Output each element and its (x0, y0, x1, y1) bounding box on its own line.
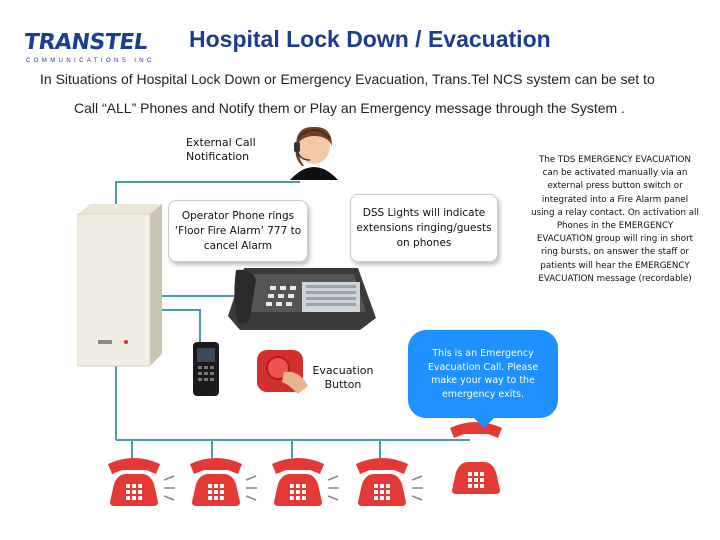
external-call-label: External Call Notification (186, 136, 256, 163)
dss-console-phone-icon (228, 268, 376, 330)
ringing-red-phone-icon (272, 458, 339, 506)
ringing-red-phone-icon (356, 458, 423, 506)
ringing-red-phone-icon (108, 458, 175, 506)
connector-lines (115, 181, 470, 458)
access-panel-icon (193, 342, 219, 396)
ringing-red-phone-icon (190, 458, 257, 506)
intro-line-1: In Situations of Hospital Lock Down or E… (40, 71, 655, 87)
logo-tagline: COMMUNICATIONS INC (26, 58, 155, 64)
page-title: Hospital Lock Down / Evacuation (189, 26, 551, 52)
operator-callout: Operator Phone rings ‘Floor Fire Alarm’ … (168, 200, 308, 262)
pbx-cabinet-icon (77, 204, 162, 367)
message-bubble-tail (470, 414, 498, 428)
emergency-message-bubble: This is an Emergency Evacuation Call. Pl… (408, 330, 558, 418)
connector-phone-drops (131, 440, 381, 458)
emergency-button-icon (257, 350, 308, 394)
evacuation-button-label: Evacuation Button (312, 364, 374, 391)
dss-callout-text: DSS Lights will indicate extensions ring… (356, 206, 492, 249)
emergency-message-text: This is an Emergency Evacuation Call. Pl… (427, 348, 539, 400)
operator-headset-icon (290, 126, 338, 180)
dss-callout: DSS Lights will indicate extensions ring… (350, 194, 498, 262)
intro-line-2: Call “ALL” Phones and Notify them or Pla… (74, 100, 625, 116)
ringing-phones-row (108, 422, 502, 506)
ringing-red-phone-icon (450, 422, 502, 494)
operator-callout-text: Operator Phone rings ‘Floor Fire Alarm’ … (174, 209, 302, 252)
transtel-logo: TRANSTEL (22, 30, 150, 55)
evacuation-description: The TDS EMERGENCY EVACUATION can be acti… (531, 155, 699, 284)
